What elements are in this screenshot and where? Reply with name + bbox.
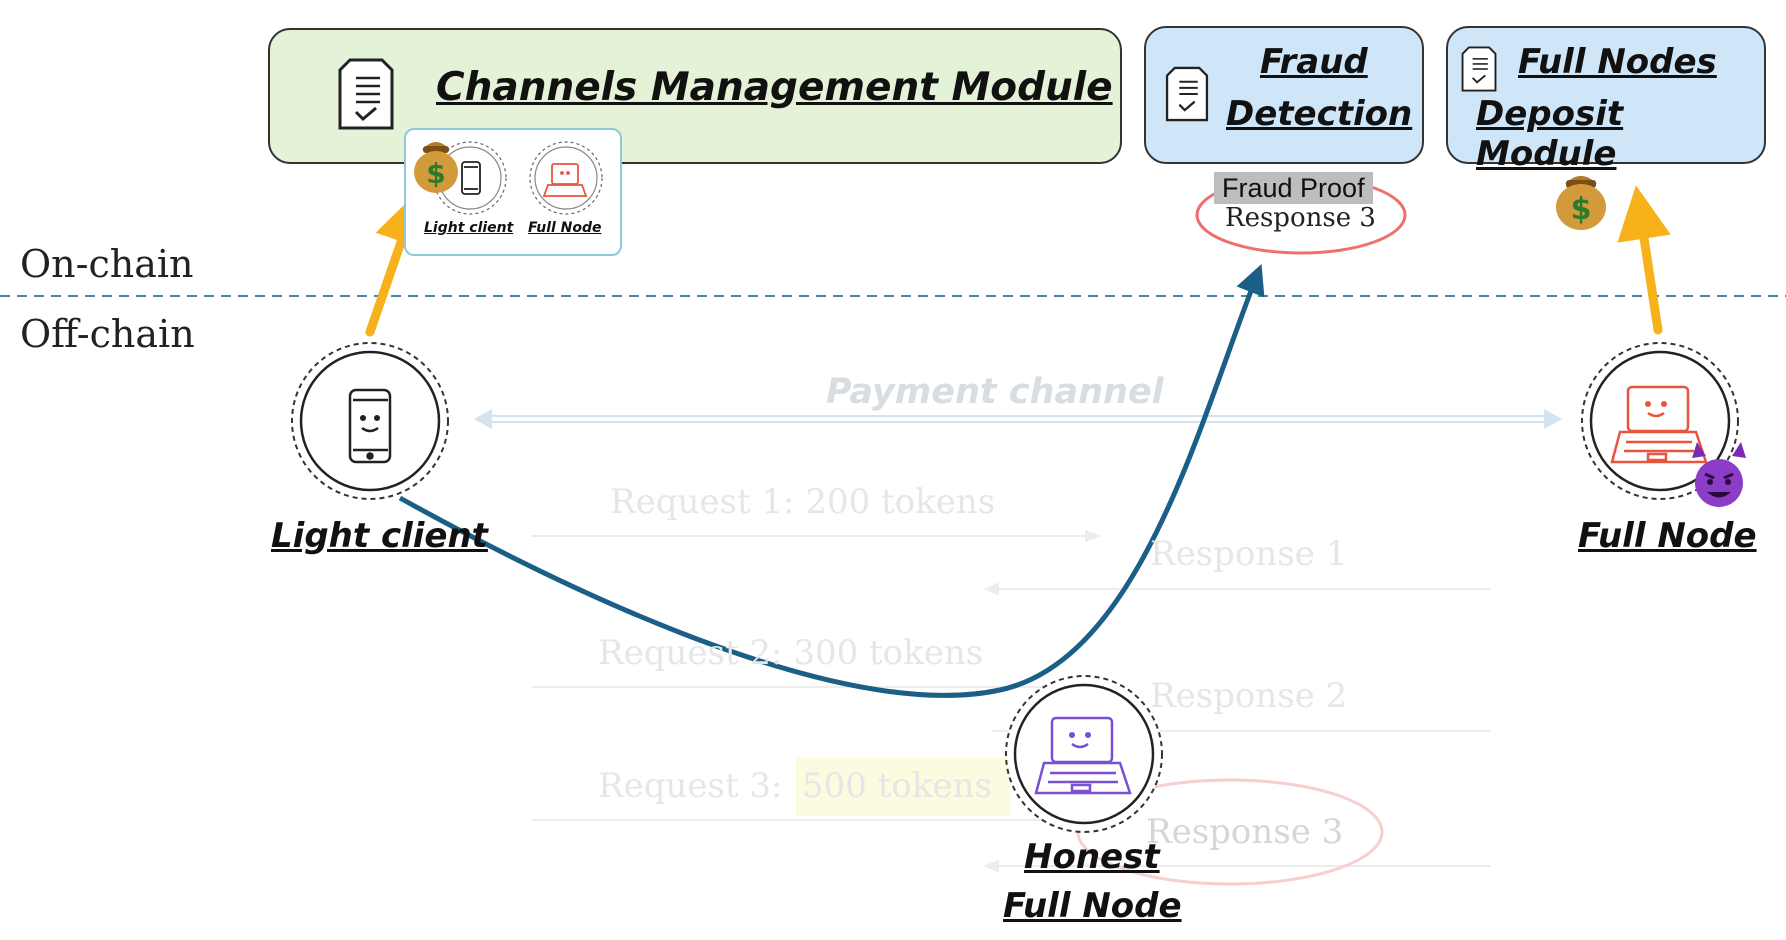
response-1-label: Response 1: [1150, 534, 1348, 574]
payment-channel-label: Payment channel: [826, 372, 1164, 412]
fraud-proof-response: Response 3: [1225, 203, 1376, 233]
off-chain-label: Off-chain: [20, 312, 195, 356]
registry-full-node-label: Full Node: [528, 220, 602, 236]
svg-text:$: $: [426, 157, 445, 190]
fraud-submission-arrow: [398, 264, 1265, 698]
light-client-node: [291, 342, 449, 500]
deposit-arrow-light-client: [365, 190, 427, 337]
full-node-label: Full Node: [1578, 516, 1757, 556]
honest-node-label-line1: Honest: [1024, 837, 1160, 877]
honest-full-node: [1005, 675, 1163, 833]
honest-node-label-line2: Full Node: [1003, 886, 1182, 926]
channels-management-module: Channels Management Module: [268, 28, 1122, 164]
deposit-arrow-full-node: [1617, 185, 1671, 335]
fraud-proof-tag: Fraud Proof: [1214, 172, 1373, 204]
laptop-icon: [1610, 385, 1708, 464]
channels-module-title: Channels Management Module: [436, 65, 1113, 110]
document-checklist-icon: [336, 56, 396, 137]
fraud-detection-module: Fraud Detection: [1144, 26, 1424, 164]
fraud-module-title-line1: Fraud: [1260, 42, 1368, 82]
on-chain-label: On-chain: [20, 242, 194, 286]
registry-light-client-label: Light client: [424, 220, 514, 236]
deposit-module: Full Nodes Deposit Module: [1446, 26, 1766, 174]
malicious-full-node: [1581, 342, 1739, 500]
response-2-label: Response 2: [1150, 676, 1348, 716]
svg-text:$: $: [1571, 192, 1592, 227]
request-3-prefix: Request 3:: [598, 766, 783, 806]
request-2-label: Request 2: 300 tokens: [598, 633, 984, 673]
response-3-label: Response 3: [1146, 812, 1344, 852]
document-checklist-icon: [1460, 44, 1498, 99]
fraud-module-title-line2: Detection: [1226, 94, 1413, 134]
request-3-amount: 500 tokens: [802, 766, 992, 806]
document-checklist-icon: [1164, 64, 1210, 129]
request-1-label: Request 1: 200 tokens: [610, 482, 996, 522]
smartphone-icon: [348, 388, 392, 464]
smartphone-icon: [461, 161, 481, 195]
deposit-module-title-line2: Deposit Module: [1476, 94, 1624, 174]
payment-channel-arrow: [473, 409, 1563, 429]
channel-registry-card: $ Light client Full Node: [404, 128, 622, 256]
deposit-module-title-line1: Full Nodes: [1518, 42, 1717, 82]
light-client-label: Light client: [271, 516, 488, 556]
laptop-icon: [542, 163, 588, 197]
smiling-devil-icon: [1692, 442, 1746, 507]
money-bag-icon: $: [1556, 176, 1606, 230]
request-3-highlight: [796, 758, 1010, 816]
laptop-icon: [1034, 716, 1132, 795]
money-bag-icon: $: [414, 142, 458, 193]
